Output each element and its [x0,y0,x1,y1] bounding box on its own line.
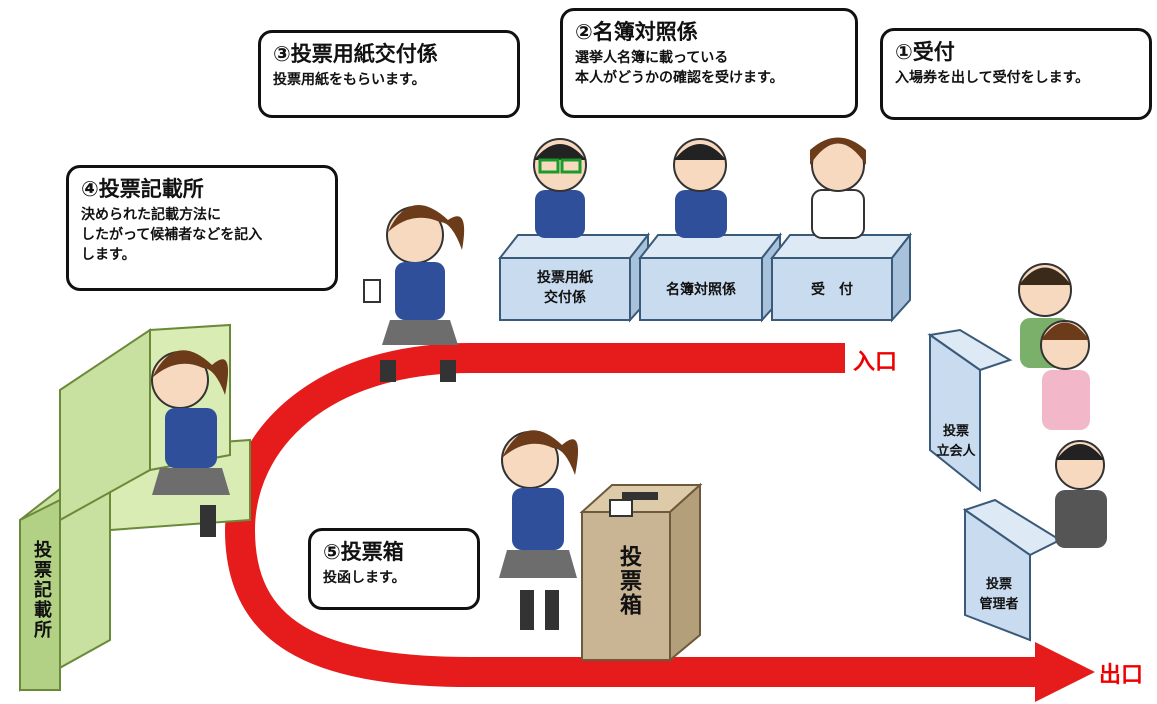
desk-meibo [637,232,783,323]
desk-kanrisha-label-line-1: 投票 [985,577,1012,592]
desk-yoshi-label-line-1: 投票用紙 [537,270,593,286]
bubble-uketsuke-body: 入場券を出して受付をします。 [895,68,1137,88]
bubble-yoshi: ③投票用紙交付係 投票用紙をもらいます。 [258,30,520,118]
staff-uketsuke [810,137,866,239]
desk-kanrisha-label: 投票 管理者 [972,575,1026,615]
staff-meibo [673,138,727,238]
bubble-uketsuke: ①受付 入場券を出して受付をします。 [880,28,1152,120]
bubble-kisai-body: 決められた記載方法に したがって候補者などを記入 します。 [81,205,323,265]
box-label: 投票箱 [616,545,641,617]
booth-label: 投票記載所 [31,540,52,640]
staff-tachiainin [1018,263,1090,430]
bubble-meibo-line-2: 本人がどうかの確認を受けます。 [575,70,784,86]
bubble-meibo: ②名簿対照係 選挙人名簿に載っている 本人がどうかの確認を受けます。 [560,8,858,118]
desk-yoshi-label-line-2: 交付係 [544,290,586,306]
desk-uketsuke [769,232,913,323]
exit-label: 出口 [1099,663,1144,688]
bubble-uketsuke-title: ①受付 [895,40,955,64]
bubble-meibo-body: 選挙人名簿に載っている 本人がどうかの確認を受けます。 [575,48,843,88]
bubble-bako-title: ⑤投票箱 [323,540,404,564]
desk-tachiainin-label: 投票 立会人 [934,422,978,462]
bubble-uketsuke-line-1: 入場券を出して受付をします。 [895,70,1090,86]
bubble-kisai-line-2: したがって候補者などを記入 [81,227,263,243]
staff-kanrisha [1055,440,1107,548]
bubble-kisai-title: ④投票記載所 [81,177,204,201]
desk-kanrisha-label-line-2: 管理者 [979,597,1019,612]
bubble-kisai: ④投票記載所 決められた記載方法に したがって候補者などを記入 します。 [66,165,338,291]
entrance-label: 入口 [853,350,898,375]
desk-uketsuke-label: 受 付 [811,282,853,298]
bubble-meibo-title: ②名簿対照係 [575,20,698,44]
arrow-head-icon [1035,642,1095,702]
desk-tachiainin-label-line-1: 投票 [942,424,969,439]
bubble-bako: ⑤投票箱 投函します。 [308,528,480,610]
bubble-bako-line-1: 投函します。 [323,570,406,586]
student-voting [499,430,633,630]
student-walking [363,205,465,382]
bubble-meibo-line-1: 選挙人名簿に載っている [575,50,729,66]
bubble-yoshi-line-1: 投票用紙をもらいます。 [273,72,426,88]
student-writing [151,350,230,537]
bubble-kisai-line-3: します。 [81,247,136,263]
desk-tachiainin-label-line-2: 立会人 [936,444,976,459]
flow-arrow [224,343,1095,702]
desk-yoshi-label: 投票用紙 交付係 [505,268,625,308]
bubble-kisai-line-1: 決められた記載方法に [81,207,221,223]
desk-tachiainin [927,328,1013,493]
desk-kanrisha [962,498,1063,642]
bubble-yoshi-title: ③投票用紙交付係 [273,42,438,66]
desk-meibo-label: 名簿対照係 [666,282,736,298]
bubble-yoshi-body: 投票用紙をもらいます。 [273,70,505,90]
desk-yoshi [497,232,651,323]
staff-yoshi [533,138,587,238]
bubble-bako-body: 投函します。 [323,568,465,588]
